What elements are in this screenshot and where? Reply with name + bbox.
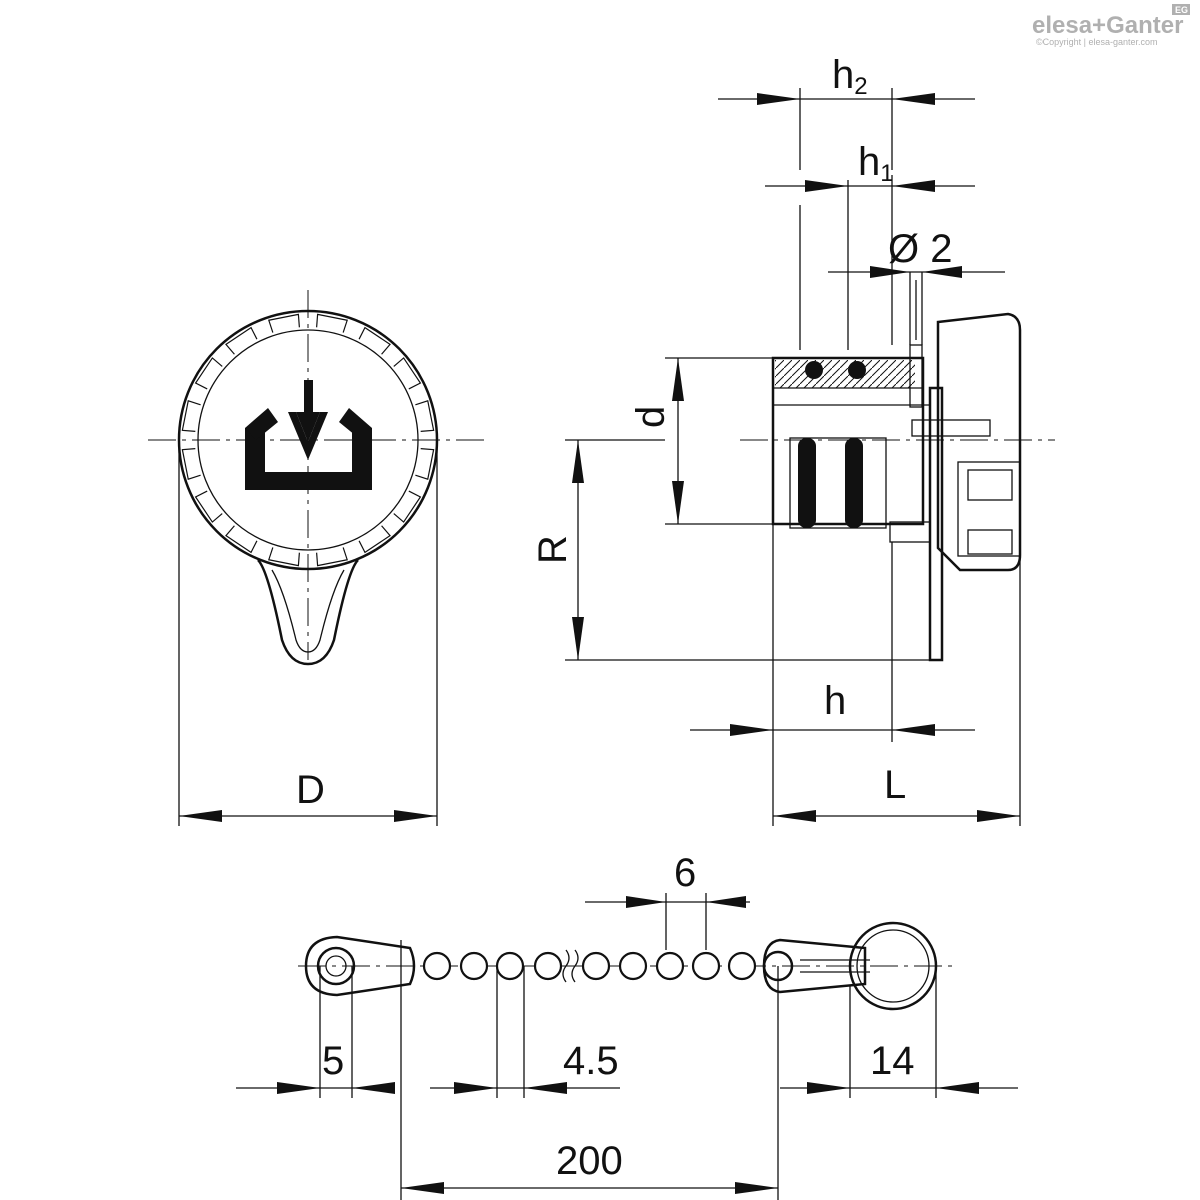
length-arrow-left: [401, 1182, 444, 1194]
rim-grip-mark: [415, 400, 435, 432]
chain-ball: [655, 951, 685, 981]
rim-grip-mark: [316, 547, 348, 567]
h-arrow-right: [892, 724, 935, 736]
h-label: h: [824, 679, 846, 723]
R-arrow-top: [572, 440, 584, 483]
ball-label: 4.5: [563, 1039, 619, 1083]
length-label: 200: [556, 1139, 623, 1183]
rim-grip-mark: [268, 547, 300, 567]
rim-grip-mark: [393, 490, 422, 523]
chain-ball: [618, 951, 648, 981]
rim-grip-mark: [225, 525, 258, 554]
side-view: h2 h1 Ø 2 d R h: [531, 53, 1055, 826]
D-label: D: [296, 768, 325, 812]
head-slot-2: [967, 529, 1013, 555]
left-eyelet: [304, 935, 416, 997]
R-arrow-bottom: [572, 617, 584, 660]
chain-balls: [422, 951, 757, 981]
rim-grip-mark: [225, 326, 258, 355]
D-arrow-right: [394, 810, 437, 822]
front-tab-outer: [257, 559, 359, 666]
length-arrow-right: [735, 1182, 778, 1194]
copyright-text: ©Copyright | elesa-ganter.com: [1036, 37, 1158, 47]
vent-pin: [909, 344, 923, 408]
o-ring-grooves: [789, 361, 887, 529]
brand-name: elesa+Ganter: [1032, 12, 1183, 39]
h2-label: h2: [832, 53, 868, 100]
brand-badge-bg: [1172, 4, 1190, 15]
brand-badge: EG: [1175, 5, 1188, 15]
ring-arrow-right: [936, 1082, 979, 1094]
front-view: D: [148, 290, 485, 826]
D-arrow-left: [179, 810, 222, 822]
left-eyelet-hole-inner: [325, 955, 347, 977]
rim-grip-mark: [268, 313, 300, 333]
chain-ball: [495, 951, 525, 981]
eyelet-label: 5: [322, 1039, 344, 1083]
d-arrow-top: [672, 358, 684, 401]
L-label: L: [884, 763, 906, 807]
brand-logo: elesa+Ganter EG ©Copyright | elesa-gante…: [1032, 4, 1190, 47]
chain-ball: [691, 951, 721, 981]
knurled-grip-icon: [936, 312, 1022, 572]
chain-break-mark-1: [562, 949, 570, 983]
front-tab-inner: [271, 569, 345, 653]
rim-grip-mark: [194, 357, 223, 390]
rim-grip-mark: [194, 490, 223, 523]
dia2-label: Ø 2: [888, 227, 952, 271]
chain-break-mark-2: [571, 949, 579, 983]
pitch-arrow-right: [706, 896, 746, 908]
d-arrow-bottom: [672, 481, 684, 524]
h-arrow-left: [730, 724, 773, 736]
front-rim-grip-marks: [181, 313, 435, 567]
rim-grip-mark: [415, 448, 435, 480]
d-label: d: [629, 406, 673, 428]
h2-arrow-left: [757, 93, 800, 105]
h1-arrow-left: [805, 180, 848, 192]
chain-ball: [727, 951, 757, 981]
h1-label: h1: [858, 140, 894, 187]
chain-ball: [581, 951, 611, 981]
head-recess: [957, 461, 1021, 557]
rim-grip-mark: [316, 313, 348, 333]
rim-grip-mark: [393, 357, 422, 390]
front-inner-face: [197, 329, 419, 551]
vent-bar: [911, 419, 991, 437]
plug-flange: [928, 386, 944, 662]
eyelet-arrow-left: [277, 1082, 320, 1094]
L-arrow-left: [773, 810, 816, 822]
split-ring-inner: [856, 929, 930, 1003]
plug-section-hatch: [775, 360, 915, 388]
pitch-label: 6: [674, 851, 696, 895]
rim-grip-mark: [181, 400, 201, 432]
pitch-arrow-left: [626, 896, 666, 908]
eyelet-arrow-right: [352, 1082, 395, 1094]
h2-arrow-right: [892, 93, 935, 105]
chain-ball: [459, 951, 489, 981]
ring-label: 14: [870, 1039, 915, 1083]
left-eyelet-hole-outer: [316, 946, 356, 986]
fill-symbol-icon: [245, 380, 372, 490]
chain-view: 6 5 4.5 14 200: [236, 851, 1018, 1200]
R-label: R: [531, 535, 575, 564]
ball-arrow-right: [524, 1082, 567, 1094]
head-slot-1: [967, 469, 1013, 501]
rim-grip-mark: [181, 448, 201, 480]
h1-arrow-right: [892, 180, 935, 192]
dia2-arrow-right: [922, 266, 962, 278]
rim-grip-mark: [358, 326, 391, 355]
ball-arrow-left: [454, 1082, 497, 1094]
plug-neck: [889, 521, 931, 543]
rim-grip-mark: [358, 525, 391, 554]
ring-arrow-left: [807, 1082, 850, 1094]
L-arrow-right: [977, 810, 1020, 822]
dia2-arrow-left: [870, 266, 910, 278]
chain-ball: [533, 951, 563, 981]
chain-ball: [422, 951, 452, 981]
